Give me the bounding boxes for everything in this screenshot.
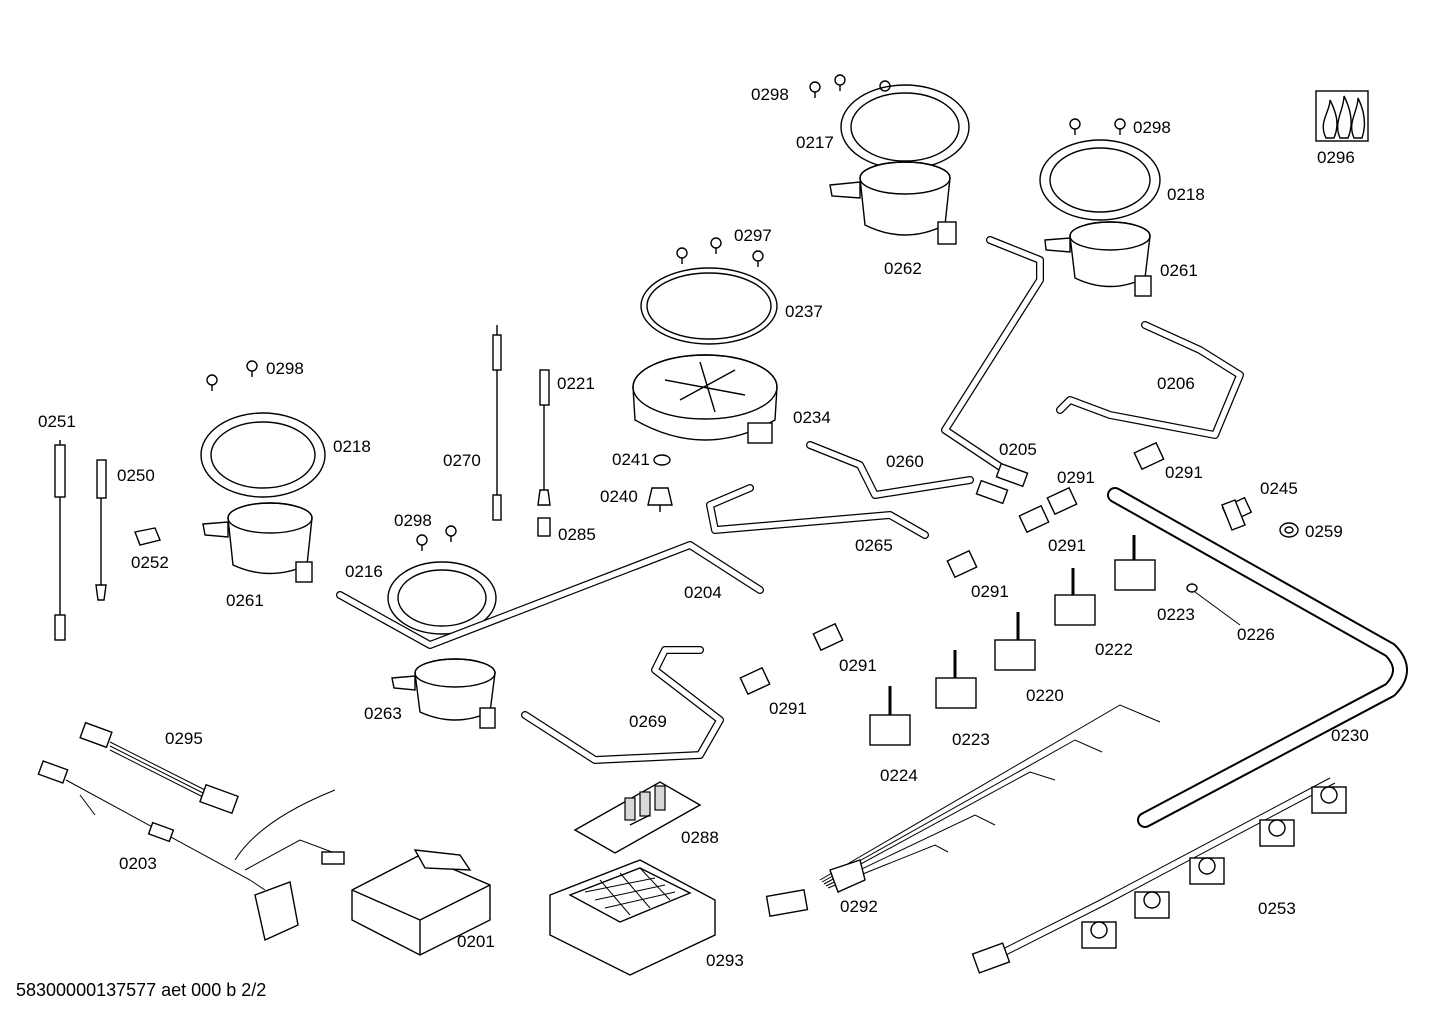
label-0250: 0250 — [117, 466, 155, 485]
label-0291: 0291 — [1048, 536, 1086, 555]
nipple-0240 — [647, 487, 673, 512]
switch-rail-0253 — [971, 777, 1347, 974]
label-0220: 0220 — [1026, 686, 1064, 705]
label-0253: 0253 — [1258, 899, 1296, 918]
screws-top — [206, 74, 1126, 551]
label-0230: 0230 — [1331, 726, 1369, 745]
label-0237: 0237 — [785, 302, 823, 321]
label-0295: 0295 — [165, 729, 203, 748]
label-0252: 0252 — [131, 553, 169, 572]
burner-housing-0261-right — [1044, 221, 1152, 297]
label-0217: 0217 — [796, 133, 834, 152]
burner-housing-0261-left — [202, 502, 313, 583]
elbow-0245 — [1221, 499, 1246, 531]
cable-0295 — [79, 721, 239, 815]
thermocouple-0221 — [537, 369, 551, 506]
label-0265: 0265 — [855, 536, 893, 555]
label-0234: 0234 — [793, 408, 831, 427]
label-0206: 0206 — [1157, 374, 1195, 393]
label-0288: 0288 — [681, 828, 719, 847]
label-0260: 0260 — [886, 452, 924, 471]
label-0223: 0223 — [1157, 605, 1195, 624]
label-0298: 0298 — [266, 359, 304, 378]
label-0216: 0216 — [345, 562, 383, 581]
label-0223: 0223 — [952, 730, 990, 749]
label-0222: 0222 — [1095, 640, 1133, 659]
label-0291: 0291 — [839, 656, 877, 675]
main-manifold-0230 — [1107, 487, 1408, 828]
module-0201 — [351, 849, 491, 956]
label-0291: 0291 — [971, 582, 1009, 601]
label-0218: 0218 — [1167, 185, 1205, 204]
label-0241: 0241 — [612, 450, 650, 469]
burner-housing-0234 — [632, 354, 778, 444]
label-0201: 0201 — [457, 932, 495, 951]
label-0270: 0270 — [443, 451, 481, 470]
fittings — [739, 441, 1299, 696]
ring-0241 — [653, 454, 671, 466]
label-0298: 0298 — [394, 511, 432, 530]
label-0291: 0291 — [1057, 468, 1095, 487]
label-0218: 0218 — [333, 437, 371, 456]
label-0285: 0285 — [558, 525, 596, 544]
gas-flame-symbol — [1315, 90, 1369, 142]
label-0298: 0298 — [1133, 118, 1171, 137]
label-0293: 0293 — [706, 951, 744, 970]
thermocouple-0270 — [492, 325, 502, 521]
label-0269: 0269 — [629, 712, 667, 731]
label-0261: 0261 — [1160, 261, 1198, 280]
clip-0252 — [134, 527, 161, 546]
sleeve-0285 — [537, 517, 551, 537]
label-0261: 0261 — [226, 591, 264, 610]
part-labels: 0298 0217 0298 0218 0296 0262 0261 0297 … — [38, 85, 1369, 970]
label-0297: 0297 — [734, 226, 772, 245]
label-0291: 0291 — [1165, 463, 1203, 482]
label-0263: 0263 — [364, 704, 402, 723]
gas-valves — [869, 535, 1156, 746]
burner-housing-0262 — [829, 161, 957, 245]
cable-0203 — [37, 760, 345, 941]
wiring-harness-0292 — [765, 704, 1161, 917]
label-0221: 0221 — [557, 374, 595, 393]
thermocouple-0251 — [54, 440, 66, 641]
label-0226: 0226 — [1237, 625, 1275, 644]
label-0291: 0291 — [769, 699, 807, 718]
label-0245: 0245 — [1260, 479, 1298, 498]
igniter-0250 — [95, 459, 107, 601]
burner-housing-0263 — [391, 658, 496, 729]
label-0259: 0259 — [1305, 522, 1343, 541]
document-footer: 58300000137577 aet 000 b 2/2 — [16, 980, 267, 1000]
gas-pipes — [336, 236, 1244, 764]
label-0298: 0298 — [751, 85, 789, 104]
circuit-board-0288 — [573, 781, 702, 854]
label-0205: 0205 — [999, 440, 1037, 459]
label-0292: 0292 — [840, 897, 878, 916]
label-0251: 0251 — [38, 412, 76, 431]
label-0203: 0203 — [119, 854, 157, 873]
label-0240: 0240 — [600, 487, 638, 506]
label-0296: 0296 — [1317, 148, 1355, 167]
label-0262: 0262 — [884, 259, 922, 278]
label-0224: 0224 — [880, 766, 918, 785]
label-0204: 0204 — [684, 583, 722, 602]
housing-0293 — [549, 859, 716, 976]
